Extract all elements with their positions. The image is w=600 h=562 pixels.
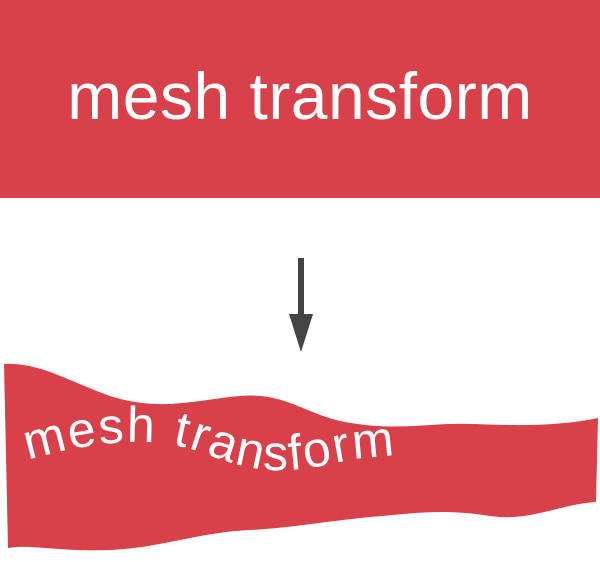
transformed-panel: mesh transform [4, 363, 598, 551]
arrow-down-icon [289, 258, 313, 352]
original-label: mesh transform [67, 59, 533, 133]
arrow-shaft [298, 258, 304, 320]
arrow-head [289, 314, 313, 352]
wave-shape [4, 363, 598, 551]
original-panel: mesh transform [0, 0, 600, 198]
